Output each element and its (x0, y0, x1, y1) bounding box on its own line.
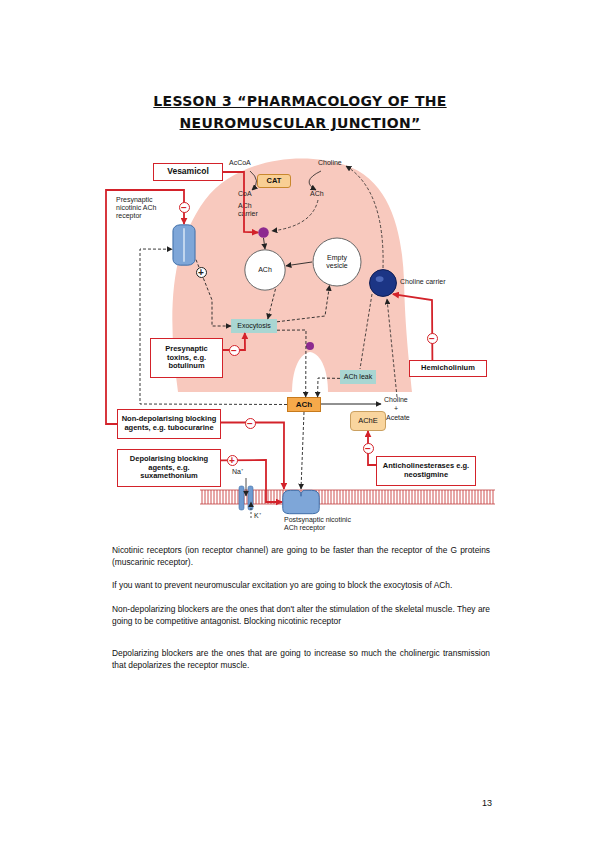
drug-box: Non-depolarising blocking agents, e.g. t… (117, 409, 221, 439)
molecule-label: Choline (384, 396, 408, 404)
node-label: AChE (358, 417, 378, 426)
flow-arrow (318, 378, 340, 397)
node-label: ACh (296, 400, 312, 409)
receptor-body (283, 490, 319, 513)
ion-label: Na⁺ (232, 468, 243, 476)
node-label: Hemicholinium (421, 364, 475, 373)
page-title: LESSON 3 “PHARMACOLOGY OF THE NEUROMUSCU… (135, 90, 465, 134)
dot-shape (258, 227, 269, 238)
sign-circle: + (227, 455, 238, 466)
node-label: Postsynaptic nicotinic ACh receptor (284, 516, 364, 532)
node-label: Anticholinesterases e.g. neostigmine (380, 462, 472, 479)
carrier-node: ACh carrier (258, 227, 269, 238)
ion-channel (248, 486, 253, 510)
process-box: ACh leak (340, 370, 376, 384)
sign-circle: − (179, 202, 190, 213)
carrier-shape (369, 269, 397, 297)
flow-arrow (264, 238, 266, 249)
drug-box: Vesamicol (153, 163, 223, 181)
enzyme-box: AChE (350, 411, 386, 431)
molecule-label: AcCoA (229, 159, 251, 167)
drug-box: Anticholinesterases e.g. neostigmine (376, 456, 476, 486)
flow-arrow (277, 286, 330, 322)
node-label: Presynaptic toxins, e.g. botulinum (154, 345, 219, 371)
inhibition-arrow (223, 172, 258, 233)
vesicle-circle: Empty vesicle (312, 237, 362, 287)
node-label: Choline carrier (400, 278, 460, 286)
sodium-arrow (246, 478, 247, 496)
inhibition-arrow (393, 294, 433, 360)
ion-label: K⁺ (254, 512, 261, 520)
flow-arrow (286, 262, 312, 266)
vesicle-outline (313, 238, 361, 286)
inhibition-arrow (106, 190, 184, 424)
membrane-edge (200, 490, 495, 491)
release-site (306, 342, 314, 350)
drug-box: Depolarising blocking agents, e.g. suxam… (117, 449, 221, 487)
molecule-label: Choline (318, 159, 342, 167)
vesicle-outline (245, 250, 285, 290)
choline-return-arrow (387, 299, 397, 397)
sign-circle: + (196, 267, 207, 278)
node-label: Exocytosis (237, 322, 270, 330)
carrier-highlight (376, 276, 384, 282)
carrier-node: Choline carrier (369, 269, 397, 297)
vesicle-circle: ACh (244, 249, 286, 291)
reaction-arrow (250, 171, 257, 190)
ion-channel (239, 486, 244, 510)
receptor-body (173, 225, 195, 265)
note-paragraph: If you want to prevent neuromuscular exc… (112, 580, 490, 592)
carrier-dot (258, 227, 269, 238)
receptor-channel (183, 228, 185, 262)
inhibition-arrow (221, 460, 282, 502)
sign-circle: − (245, 418, 256, 429)
node-label: Non-depolarising blocking agents, e.g. t… (121, 415, 217, 432)
node-label: ACh (258, 266, 272, 274)
muscle-membrane (200, 490, 495, 504)
sign-circle: − (363, 443, 374, 454)
transport-arrow (272, 200, 318, 231)
prerec-shape (172, 224, 196, 266)
process-box: Exocytosis (231, 319, 277, 333)
drug-box: Presynaptic toxins, e.g. botulinum (150, 338, 223, 378)
node-label: ACh leak (344, 373, 372, 381)
transmitter-box: ACh (287, 397, 321, 412)
node-label: ACh carrier (238, 202, 272, 218)
enzyme-box: CAT (257, 174, 291, 188)
receptor-node: Postsynaptic nicotinic ACh receptor (282, 489, 320, 515)
flow-arrow (301, 412, 304, 489)
molecule-label: Acetate (386, 414, 410, 422)
postrec-shape (282, 489, 320, 515)
node-label: Vesamicol (167, 167, 209, 177)
page-number: 13 (482, 798, 492, 809)
node-label: Empty vesicle (320, 254, 354, 270)
sign-circle: − (427, 333, 438, 344)
inhibition-arrow (221, 423, 284, 490)
node-label: Depolarising blocking agents, e.g. suxam… (121, 455, 217, 481)
exocytosis-pit (292, 352, 328, 393)
flow-arrow (140, 249, 287, 405)
drug-box: Hemicholinium (409, 360, 487, 377)
leak-line (360, 294, 372, 369)
note-paragraph: Depolarizing blockers are the ones that … (112, 648, 490, 671)
node-label: CAT (267, 177, 282, 186)
hydrolysis-arrow (321, 404, 381, 405)
sign-circle: − (229, 345, 240, 356)
receptor-node: Presynaptic nicotinic ACh receptor (172, 224, 196, 266)
flow-arrow (268, 289, 276, 319)
potassium-arrow (251, 502, 252, 518)
molecule-label: CoA (238, 190, 252, 198)
node-label: Presynaptic nicotinic ACh receptor (116, 196, 168, 220)
flow-arrow (196, 260, 231, 326)
flow-arrow (277, 330, 306, 397)
reaction-arrow (309, 171, 321, 190)
membrane-edge (200, 504, 495, 505)
note-paragraph: Nicotinic receptors (ion receptor channe… (112, 545, 490, 568)
carrier-circle (370, 270, 397, 297)
molecule-label: ACh (310, 190, 324, 198)
plus-sign: + (394, 405, 398, 413)
note-paragraph: Non-depolarizing blockers are the ones t… (112, 604, 490, 627)
